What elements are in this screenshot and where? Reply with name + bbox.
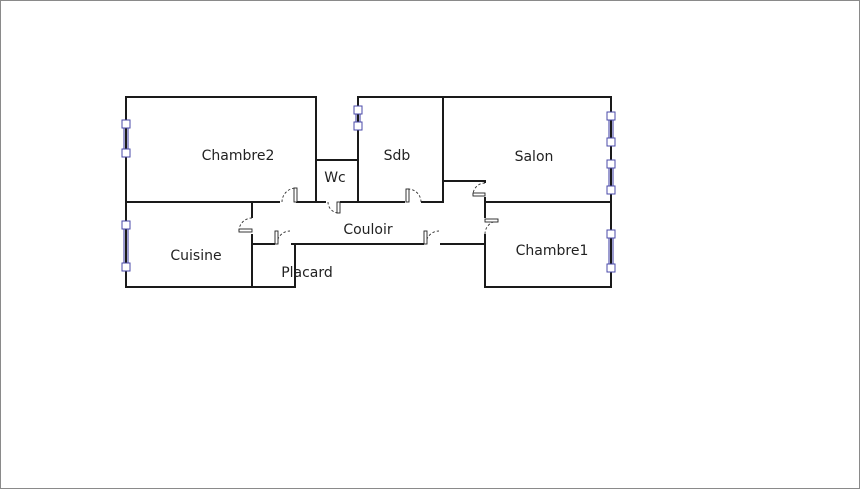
door-sdb bbox=[405, 188, 422, 206]
door-placard bbox=[274, 230, 291, 248]
doors bbox=[238, 182, 499, 248]
room-label-cuisine: Cuisine bbox=[170, 248, 221, 264]
door-couloir-bottom bbox=[423, 230, 440, 248]
room-label-placard: Placard bbox=[281, 265, 333, 281]
window-sdb bbox=[353, 105, 363, 131]
room-label-salon: Salon bbox=[515, 149, 554, 165]
windows bbox=[121, 105, 616, 273]
room-labels: Chambre2 Wc Sdb Salon Couloir Cuisine Pl… bbox=[170, 148, 588, 281]
window-chambre1 bbox=[606, 229, 616, 273]
room-label-chambre2: Chambre2 bbox=[202, 148, 275, 164]
window-cuisine bbox=[121, 220, 131, 272]
door-salon bbox=[472, 182, 489, 197]
window-chambre2 bbox=[121, 119, 131, 158]
room-label-wc: Wc bbox=[324, 170, 346, 186]
door-wc bbox=[326, 198, 341, 214]
door-chambre1 bbox=[481, 218, 499, 235]
door-cuisine bbox=[238, 217, 256, 234]
window-salon-lower bbox=[606, 159, 616, 195]
wall-cuisine bbox=[125, 201, 253, 288]
room-label-couloir: Couloir bbox=[343, 222, 393, 238]
window-salon-upper bbox=[606, 111, 616, 147]
room-label-sdb: Sdb bbox=[384, 148, 411, 164]
room-label-chambre1: Chambre1 bbox=[516, 243, 589, 259]
door-chambre2 bbox=[280, 187, 298, 206]
